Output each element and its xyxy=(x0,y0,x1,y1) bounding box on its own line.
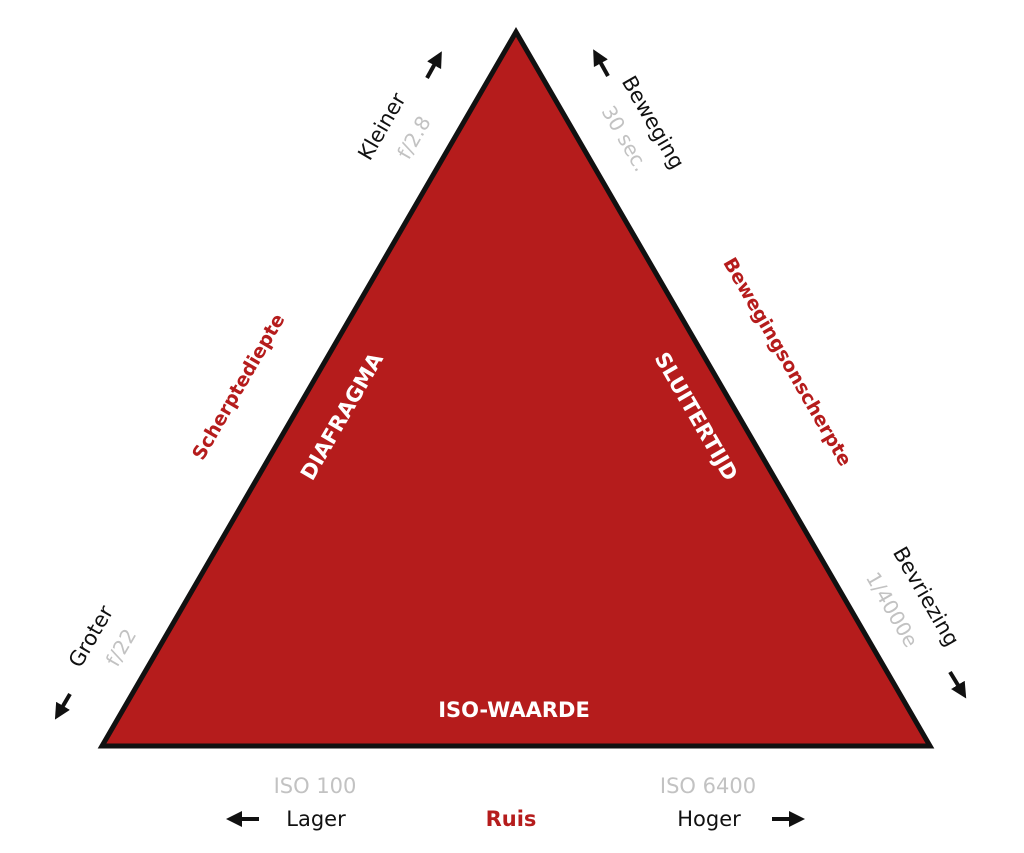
iso-label: ISO-WAARDE xyxy=(438,698,590,722)
depth-of-field-label: Scherptediepte xyxy=(188,310,289,464)
exposure-triangle xyxy=(97,27,935,749)
iso-lower-label: Lager xyxy=(286,807,346,831)
arrow-up-left-icon xyxy=(425,51,442,79)
arrow-down-left-icon xyxy=(54,692,72,720)
arrow-up-right-icon xyxy=(593,49,610,77)
iso-high-value: ISO 6400 xyxy=(660,774,756,798)
iso-higher-label: Hoger xyxy=(677,807,741,831)
iso-low-value: ISO 100 xyxy=(274,774,357,798)
arrow-down-right-icon xyxy=(948,670,967,699)
noise-label: Ruis xyxy=(486,807,537,831)
